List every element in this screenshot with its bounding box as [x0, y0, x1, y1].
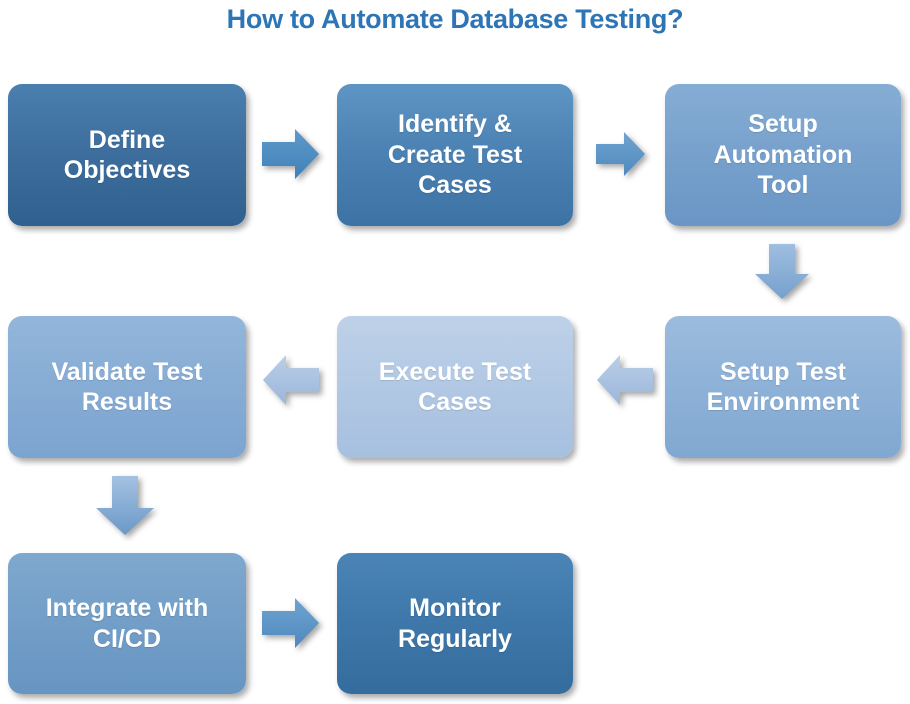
- node-setup-test-environment[interactable]: Setup Test Environment: [665, 316, 901, 458]
- arrow-integrate-to-monitor: [262, 597, 320, 649]
- node-integrate-with-ci-cd[interactable]: Integrate with CI/CD: [8, 553, 246, 694]
- node-validate-test-results[interactable]: Validate Test Results: [8, 316, 246, 458]
- arrow-define-to-identify: [262, 128, 320, 180]
- arrow-validate-to-integrate: [95, 476, 155, 536]
- node-define-objectives[interactable]: Define Objectives: [8, 84, 246, 226]
- node-execute-test-cases[interactable]: Execute Test Cases: [337, 316, 573, 458]
- arrow-setup-env-to-execute: [596, 354, 654, 406]
- node-setup-automation-tool[interactable]: Setup Automation Tool: [665, 84, 901, 226]
- arrow-execute-to-validate: [262, 354, 320, 406]
- arrow-setup-tool-to-setup-env: [754, 244, 810, 300]
- node-monitor-regularly[interactable]: Monitor Regularly: [337, 553, 573, 694]
- arrow-identify-to-setup-tool: [596, 131, 646, 177]
- node-identify-create-test-cases[interactable]: Identify & Create Test Cases: [337, 84, 573, 226]
- page-title: How to Automate Database Testing?: [226, 4, 684, 34]
